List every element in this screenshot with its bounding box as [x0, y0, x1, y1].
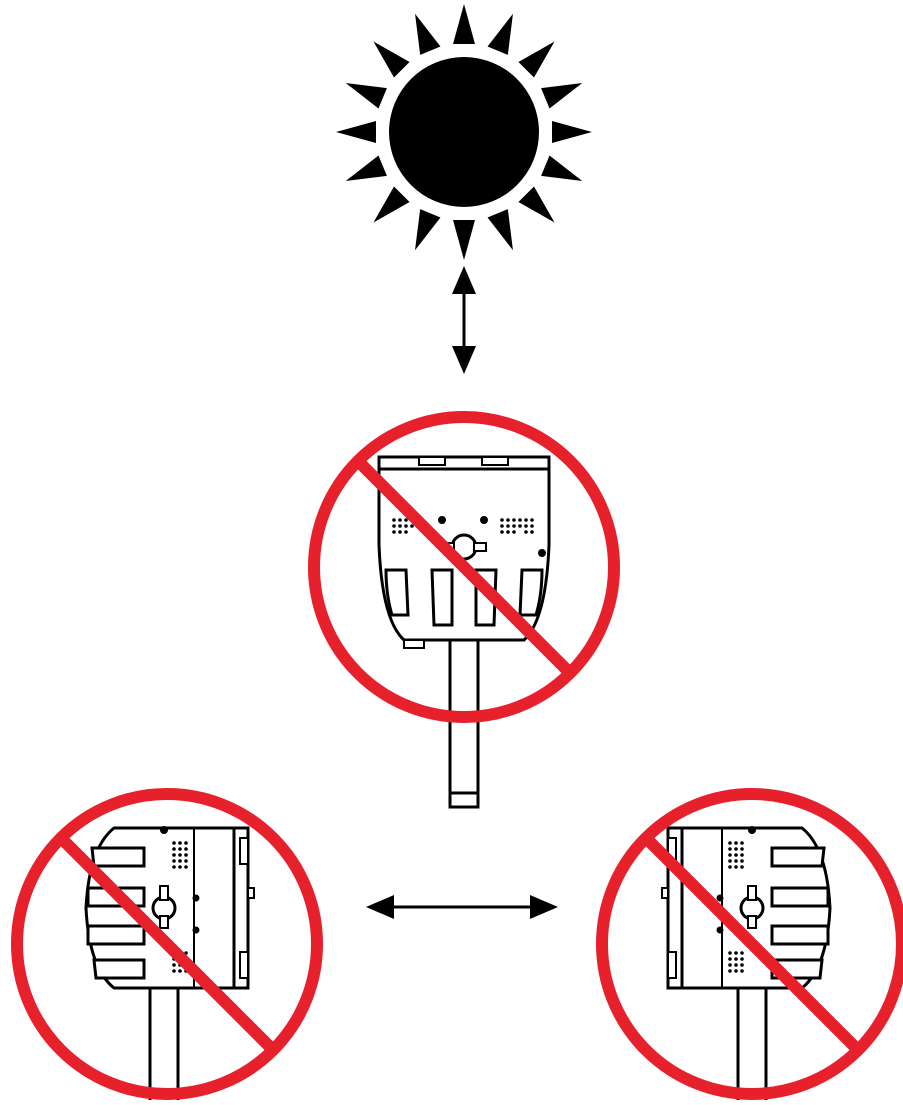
double-headed-horizontal-arrow — [366, 895, 558, 919]
prohibition-sign-icon — [596, 788, 903, 1100]
sun-ray — [487, 209, 513, 251]
sun-ray — [415, 13, 441, 55]
sun-ray — [336, 121, 376, 143]
sun-ray — [345, 155, 387, 181]
prohibition-sign-icon — [308, 411, 620, 723]
sun-ray — [415, 209, 441, 251]
prohibition-speaker-tilted-left — [11, 788, 323, 1105]
sun-ray — [373, 41, 410, 78]
sun-icon — [336, 4, 592, 260]
prohibition-speaker-facing-up — [308, 411, 620, 809]
sun-ray — [552, 121, 592, 143]
prohibition-speaker-tilted-right — [596, 788, 903, 1105]
sun-ray — [541, 83, 583, 109]
sun-ray — [518, 41, 555, 78]
sun-ray — [453, 4, 475, 44]
sun-ray — [541, 155, 583, 181]
sun-ray — [518, 186, 555, 223]
prohibition-sign-icon — [11, 788, 323, 1100]
sun-ray — [373, 186, 410, 223]
double-headed-vertical-arrow — [452, 266, 476, 374]
sun-ray — [345, 83, 387, 109]
sun-ray — [487, 13, 513, 55]
sun-ray — [453, 220, 475, 260]
